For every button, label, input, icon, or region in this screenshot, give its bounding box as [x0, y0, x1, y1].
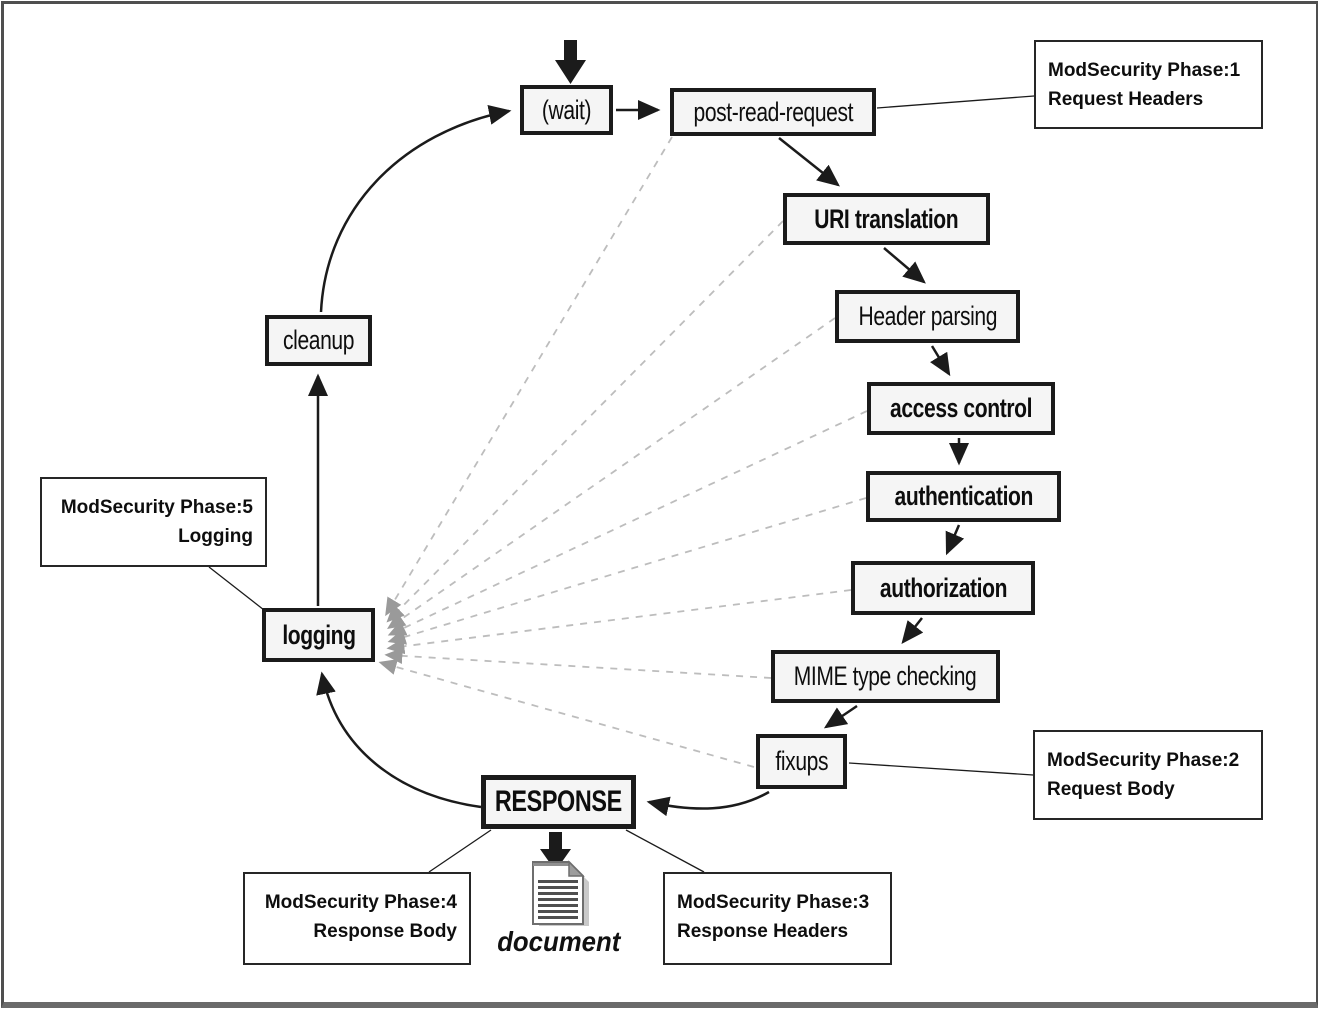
document-icon [532, 860, 589, 926]
link-fixups-phase2 [848, 762, 1034, 776]
node-cleanup-label: cleanup [282, 325, 355, 355]
callout-modsecurity-phase-4: ModSecurity Phase:4 Response Body [243, 872, 471, 965]
node-logging: logging [262, 608, 375, 662]
arrow-header-parsing-access-control [930, 345, 951, 377]
callout-modsecurity-phase-2: ModSecurity Phase:2 Request Body [1033, 730, 1263, 820]
node-uri-translation: URI translation [783, 193, 990, 245]
callout-phase-2-line2: Request Body [1047, 779, 1175, 800]
link-response-phase3 [625, 829, 705, 873]
node-fixups: fixups [756, 734, 847, 789]
callout-modsecurity-phase-1: ModSecurity Phase:1 Request Headers [1034, 40, 1263, 129]
dashed-link-fixups-logging [378, 659, 755, 768]
callout-phase-3-line2: Response Headers [677, 921, 849, 942]
node-post-read-request-label: post-read-request [693, 96, 853, 127]
callout-phase-4-line2: Response Body [313, 921, 457, 942]
link-phase5-logging [208, 566, 265, 611]
dashed-link-uri-translation-logging [386, 220, 784, 623]
node-mime-type-checking-label: MIME type checking [794, 661, 977, 691]
node-wait: (wait) [520, 85, 613, 135]
arrow-cleanup-wait [319, 105, 512, 313]
dashed-links-to-logging [378, 136, 868, 768]
node-authorization: authorization [851, 561, 1035, 615]
node-fixups-label: fixups [775, 746, 828, 776]
arrow-authorization-mime [901, 617, 924, 644]
entry-arrow [555, 40, 586, 84]
document-label: document [497, 926, 621, 957]
dashed-link-post-read-request-logging [385, 136, 673, 617]
node-logging-label: logging [281, 619, 356, 650]
flow-arrows [308, 100, 969, 817]
dashed-link-access-control-logging [387, 410, 868, 636]
dashed-link-authorization-logging [386, 589, 852, 655]
node-response: RESPONSE [481, 775, 636, 829]
callout-phase-5-line2: Logging [178, 526, 253, 547]
callout-phase-4-line1: ModSecurity Phase:4 [264, 892, 457, 913]
node-header-parsing: Header parsing [835, 290, 1020, 343]
node-uri-translation-label: URI translation [814, 203, 959, 234]
arrow-mime-fixups [823, 704, 858, 729]
dashed-link-authentication-logging [387, 497, 867, 645]
link-response-phase4 [428, 829, 492, 873]
node-access-control-label: access control [889, 393, 1033, 423]
arrow-post-read-request-uri [778, 137, 840, 187]
node-authentication: authentication [866, 471, 1061, 522]
callout-phase-1-line1: ModSecurity Phase:1 [1048, 60, 1241, 81]
dashed-link-mime-type-checking-logging [384, 647, 772, 679]
dashed-link-header-parsing-logging [387, 317, 836, 630]
node-mime-type-checking: MIME type checking [771, 650, 1000, 703]
node-access-control: access control [867, 382, 1055, 435]
arrow-uri-header-parsing [883, 247, 926, 284]
arrow-authentication-authorization [945, 524, 965, 556]
node-authentication-label: authentication [894, 481, 1033, 511]
callout-links [208, 95, 1035, 873]
node-wait-label: (wait) [541, 94, 592, 125]
callout-phase-1-line2: Request Headers [1048, 89, 1204, 110]
node-cleanup: cleanup [265, 315, 372, 366]
node-header-parsing-label: Header parsing [858, 301, 997, 331]
callout-modsecurity-phase-3: ModSecurity Phase:3 Response Headers [663, 872, 892, 965]
response-to-document-arrow [540, 832, 571, 871]
connector-layer [208, 40, 1035, 873]
arrow-fixups-response [646, 790, 770, 817]
arrow-response-logging [316, 671, 482, 809]
callout-phase-2-line1: ModSecurity Phase:2 [1047, 750, 1240, 771]
node-authorization-label: authorization [879, 572, 1007, 603]
node-response-label: RESPONSE [495, 785, 622, 818]
callout-modsecurity-phase-5: ModSecurity Phase:5 Logging [40, 477, 267, 567]
callout-phase-3-line1: ModSecurity Phase:3 [677, 892, 870, 913]
link-post-read-request-phase1 [876, 95, 1035, 109]
node-post-read-request: post-read-request [670, 88, 876, 136]
callout-phase-5-line1: ModSecurity Phase:5 [60, 497, 253, 518]
